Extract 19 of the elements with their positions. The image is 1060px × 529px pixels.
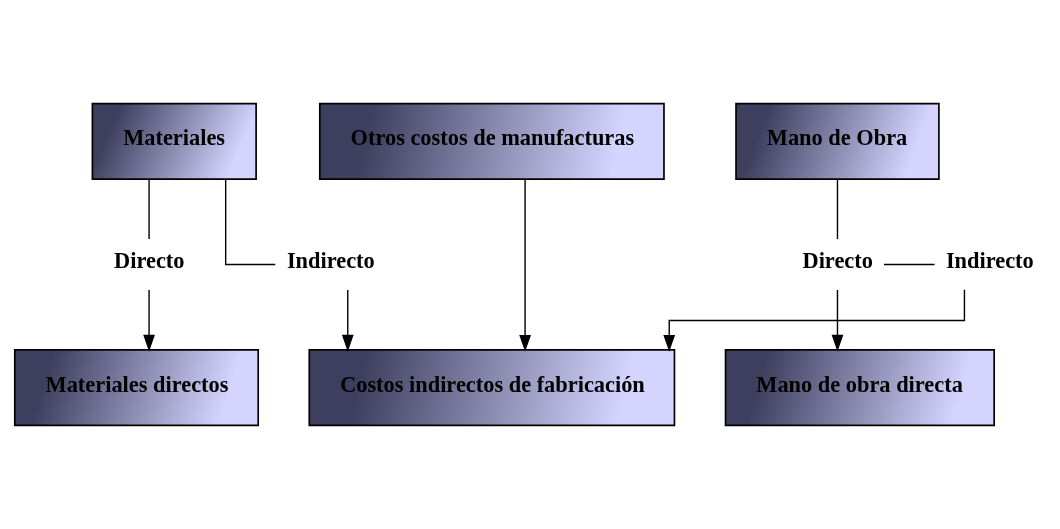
node-box: Mano de obra directa [724,349,995,427]
arrow [831,289,844,352]
connector [836,178,839,240]
arrow [341,289,354,352]
node-text: Directo [802,248,873,274]
connector [883,263,936,266]
node-box: Otros costos de manufacturas [318,102,665,180]
node-box: Costos indirectos de fabricación [308,349,676,427]
arrow [663,289,966,352]
node-box: Materiales [91,102,257,180]
arrow [519,178,531,352]
connector [225,178,276,266]
node-text: Directo [114,248,185,274]
node-box: Materiales directos [13,349,260,427]
node-text: Indirecto [945,248,1034,274]
node-text: Indirecto [286,248,375,274]
connector [148,178,150,240]
node-box: Mano de Obra [735,102,940,180]
arrow [143,289,155,352]
